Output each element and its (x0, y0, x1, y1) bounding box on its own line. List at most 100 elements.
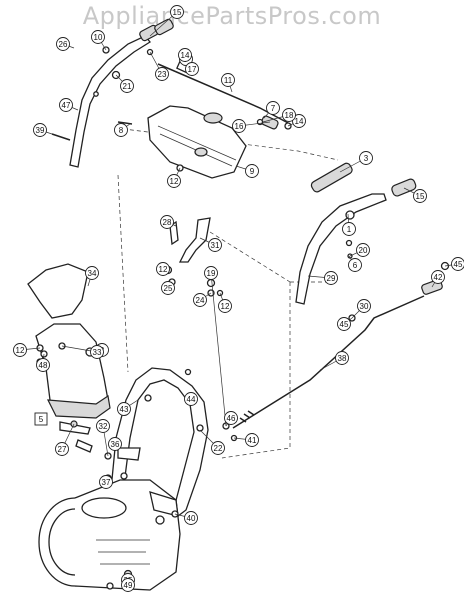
callout-12: 12 (218, 299, 232, 313)
callout-16: 16 (232, 119, 246, 133)
callout-number: 7 (271, 104, 276, 113)
callout-12: 12 (13, 343, 27, 357)
callout-circle (245, 433, 259, 447)
callout-number: 33 (93, 348, 102, 357)
callout-12: 12 (156, 262, 170, 276)
callout-circle (56, 37, 70, 51)
dashed-reference-lines (115, 127, 339, 459)
callout-3: 3 (359, 151, 373, 165)
callout-circle (33, 123, 47, 137)
callout-circle (91, 30, 105, 44)
callout-45: 45 (451, 257, 464, 271)
callout-28: 28 (160, 215, 174, 229)
callout-circle (224, 411, 238, 425)
callout-circle (431, 270, 445, 284)
callout-17: 17 (185, 62, 199, 76)
callout-number: 47 (62, 101, 71, 110)
callout-number: 10 (94, 33, 103, 42)
callout-number: 12 (16, 346, 25, 355)
callout-circle (170, 5, 184, 19)
callout-9: 9 (245, 164, 259, 178)
callout-31: 31 (208, 238, 222, 252)
callout-circle (335, 351, 349, 365)
callout-8: 8 (114, 123, 128, 137)
callout-leader (210, 272, 227, 427)
callout-number: 12 (221, 302, 230, 311)
callout-number: 16 (235, 122, 244, 131)
callout-number: 17 (188, 65, 197, 74)
callout-number: 3 (364, 154, 369, 163)
callout-32: 32 (96, 419, 110, 433)
callout-circle (451, 257, 464, 271)
callout-23: 23 (155, 67, 169, 81)
callout-number: 40 (187, 514, 196, 523)
callout-number: 36 (111, 440, 120, 449)
upper-handle-right (295, 162, 417, 305)
callout-number: 12 (170, 177, 179, 186)
callout-circle (99, 475, 113, 489)
callout-circle (218, 299, 232, 313)
callout-41: 41 (245, 433, 259, 447)
callout-circle (348, 258, 362, 272)
callout-number: 32 (99, 422, 108, 431)
callout-circle (413, 189, 427, 203)
callout-number: 23 (158, 70, 167, 79)
callout-circle (232, 119, 246, 133)
callout-circle (211, 441, 225, 455)
callout-circle (184, 511, 198, 525)
callout-circle (36, 358, 50, 372)
callout-47: 47 (59, 98, 73, 112)
callout-circle (161, 281, 175, 295)
callout-39: 39 (33, 123, 47, 137)
callout-circle (204, 266, 218, 280)
callout-21: 21 (120, 79, 134, 93)
callout-number: 8 (119, 126, 124, 135)
callout-circle (356, 243, 370, 257)
callout-number: 29 (327, 274, 336, 283)
callout-circle (120, 79, 134, 93)
cable (157, 63, 291, 125)
callout-34: 34 (85, 266, 99, 280)
callout-number: 19 (207, 269, 216, 278)
callout-number: 39 (36, 126, 45, 135)
callout-26: 26 (56, 37, 70, 51)
callout-circle (117, 402, 131, 416)
section-label: 5 (39, 415, 44, 424)
callout-15: 15 (413, 189, 427, 203)
callout-25: 25 (161, 281, 175, 295)
discharge-chute (27, 263, 111, 419)
callout-43: 43 (117, 402, 131, 416)
callout-number: 11 (224, 76, 233, 85)
callout-circle (184, 392, 198, 406)
callout-14: 14 (178, 48, 192, 62)
callout-number: 24 (196, 296, 205, 305)
callout-number: 15 (173, 8, 182, 17)
callout-number: 43 (120, 405, 129, 414)
callout-number: 1 (347, 225, 352, 234)
callout-number: 38 (338, 354, 347, 363)
callout-circle (324, 271, 338, 285)
callout-33: 33 (90, 345, 104, 359)
callout-number: 14 (295, 117, 304, 126)
callout-circle (167, 174, 181, 188)
callout-circle (96, 419, 110, 433)
callout-circle (357, 299, 371, 313)
callout-circle (155, 67, 169, 81)
callout-circle (193, 293, 207, 307)
callout-number: 46 (227, 414, 236, 423)
callout-27: 27 (55, 442, 69, 456)
callout-circle (185, 62, 199, 76)
callout-46: 46 (224, 411, 238, 425)
shift-rod (232, 261, 450, 429)
cable-fittings (176, 60, 292, 130)
callout-circle (342, 222, 356, 236)
callout-20: 20 (356, 243, 370, 257)
callout-circle (245, 164, 259, 178)
callout-number: 31 (211, 241, 220, 250)
callout-circle (208, 238, 222, 252)
callout-18: 18 (282, 108, 296, 122)
callout-number: 37 (102, 478, 111, 487)
callout-45: 45 (337, 317, 351, 331)
callout-number: 45 (340, 320, 349, 329)
callout-22: 22 (211, 441, 225, 455)
